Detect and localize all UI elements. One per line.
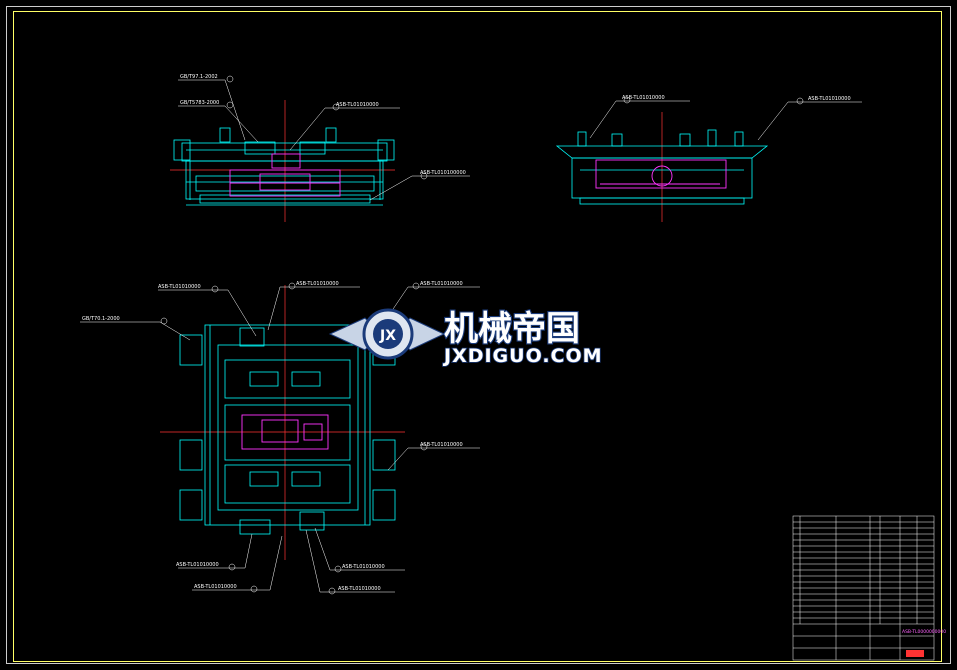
callout-label: ASB-TL01010000 <box>420 281 463 287</box>
title-block-text: ASB-TL0000000000 <box>902 629 946 657</box>
front-view <box>170 100 395 222</box>
callout-label: ASB-TL01010000 <box>808 96 851 102</box>
title-block <box>792 515 935 661</box>
callout-balloons <box>160 75 804 595</box>
callout-label: ASB-TL01010000 <box>194 584 237 590</box>
callout-label: GB/T70.1-2000 <box>82 316 120 322</box>
callout-label: ASB-TL01010000 <box>420 442 463 448</box>
watermark-badge: JX <box>379 328 396 344</box>
watermark-text-en: JXDIGUO.COM <box>442 345 603 367</box>
watermark-logo: JX 机械帝国 JXDIGUO.COM <box>328 308 603 368</box>
side-view <box>555 112 769 222</box>
callout-label: ASB-TL01010000 <box>336 102 379 108</box>
drawing-number: ASB-TL0000000000 <box>902 629 946 635</box>
callout-label: ASB-TL01010000 <box>158 284 201 290</box>
callout-label: GB/T97.1-2002 <box>180 74 218 80</box>
revision-mark <box>906 650 924 657</box>
callout-label: ASB-TL01010000 <box>622 95 665 101</box>
callout-label: ASB-TL01010000 <box>176 562 219 568</box>
callout-label: ASB-TL010100000 <box>420 170 466 176</box>
drawing-frame <box>6 6 951 664</box>
callout-label: ASB-TL01010000 <box>342 564 385 570</box>
callout-leaders <box>80 79 862 593</box>
callout-labels: GB/T97.1-2002 GB/T5783-2000 ASB-TL010100… <box>82 74 851 592</box>
callout-label: GB/T5783-2000 <box>180 100 219 106</box>
plan-view <box>160 285 405 560</box>
watermark-text-cn: 机械帝国 <box>444 309 580 349</box>
callout-label: ASB-TL01010000 <box>338 586 381 592</box>
callout-label: ASB-TL01010000 <box>296 281 339 287</box>
